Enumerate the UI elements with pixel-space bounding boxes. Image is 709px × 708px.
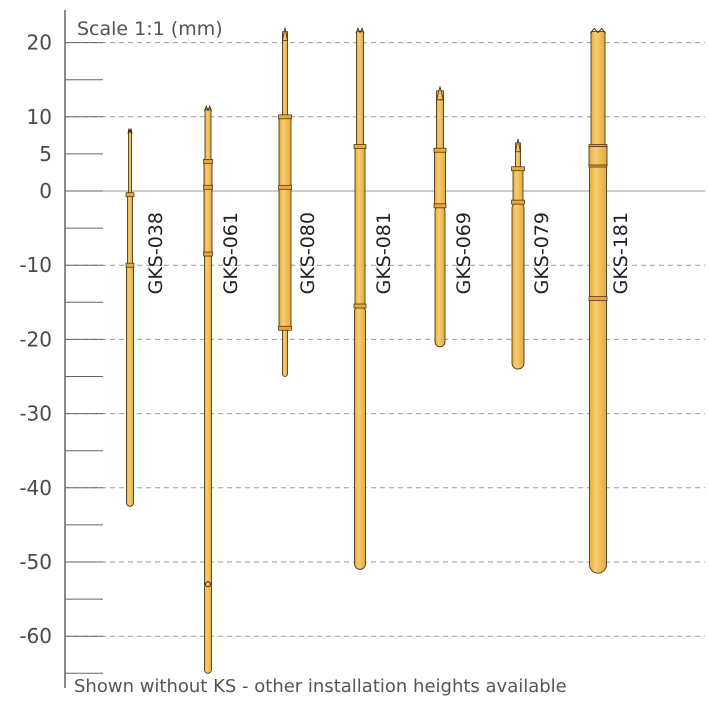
probe-gks-181-segment-2: [589, 146, 607, 574]
probe-gks-079-joint-2: [511, 199, 525, 205]
probe-gks-079-segment-3: [511, 201, 525, 370]
tick-label-10: 10: [27, 105, 52, 129]
probe-gks-079-tip: [515, 138, 521, 153]
probe-gks-069-segment-3: [434, 205, 446, 348]
probe-gks-069-tip: [435, 85, 445, 101]
probe-gks-081-joint-1: [353, 144, 367, 149]
probe-gks-061-hole: [205, 581, 211, 588]
probe-gks-061-joint-2: [203, 184, 213, 190]
probe-gks-181-joint-3: [588, 296, 608, 301]
probe-gks-080-segment-1: [282, 31, 288, 118]
probe-gks-038-joint-1: [125, 192, 135, 198]
tick-label--10: -10: [19, 253, 52, 277]
probe-gks-038-joint-2: [125, 262, 135, 268]
probe-gks-080-joint-1: [278, 114, 292, 120]
probe-gks-181-collar: [588, 146, 608, 166]
probe-gks-069-joint-2: [433, 203, 447, 209]
tick-label-0: 0: [39, 179, 52, 203]
tick-label--30: -30: [19, 402, 52, 426]
probe-label-gks-181: GKS-181: [610, 212, 632, 294]
probe-gks-061-joint-3: [203, 251, 213, 257]
probe-label-gks-061: GKS-061: [220, 212, 242, 294]
probe-gks-038-segment-1: [128, 131, 132, 196]
tick-label-20: 20: [27, 31, 52, 55]
tick-label--50: -50: [19, 550, 52, 574]
probe-gks-080-joint-2: [278, 184, 292, 190]
probe-gks-181-crown-tip: [590, 27, 606, 34]
probe-gks-080-segment-2: [278, 116, 292, 329]
probe-gks-061-crown-tip: [204, 105, 212, 112]
probe-gks-061-segment-1: [204, 108, 212, 162]
probe-gks-081-crown-tip: [355, 27, 365, 34]
probe-gks-038-crown-tip: [127, 128, 133, 134]
tick-label--40: -40: [19, 476, 52, 500]
scale-label: Scale 1:1 (mm): [77, 18, 223, 40]
probe-label-gks-069: GKS-069: [453, 212, 475, 294]
probe-gks-079-segment-2: [512, 168, 524, 203]
tick-label--20: -20: [19, 327, 52, 351]
probe-gks-038-segment-3: [126, 264, 134, 507]
probe-gks-069-joint-1: [433, 147, 447, 153]
probe-gks-080-tip: [282, 27, 288, 41]
probe-gks-081-segment-2: [354, 146, 366, 307]
probe-label-gks-079: GKS-079: [531, 212, 553, 294]
probe-gks-081-joint-2: [353, 303, 367, 309]
probe-gks-061-segment-2: [203, 160, 213, 255]
probe-gks-061-segment-3: [204, 253, 212, 674]
tick-label-5: 5: [39, 142, 52, 166]
probe-gks-061-joint-1: [203, 158, 213, 164]
probe-gks-079-joint-1: [511, 166, 525, 172]
probe-gks-181-segment-1: [590, 31, 606, 147]
figure-caption: Shown without KS - other installation he…: [74, 676, 567, 697]
probe-gks-069-segment-2: [434, 149, 446, 207]
probe-gks-038-segment-2: [127, 194, 133, 266]
probe-gks-081-segment-1: [356, 31, 364, 147]
probe-gks-081-segment-3: [354, 305, 366, 570]
probe-label-gks-080: GKS-080: [297, 212, 319, 294]
tick-label--60: -60: [19, 624, 52, 648]
probe-gks-080-joint-3: [278, 325, 292, 331]
probe-label-gks-038: GKS-038: [145, 212, 167, 294]
probe-label-gks-081: GKS-081: [373, 212, 395, 294]
probe-gks-080-segment-3: [282, 327, 288, 377]
